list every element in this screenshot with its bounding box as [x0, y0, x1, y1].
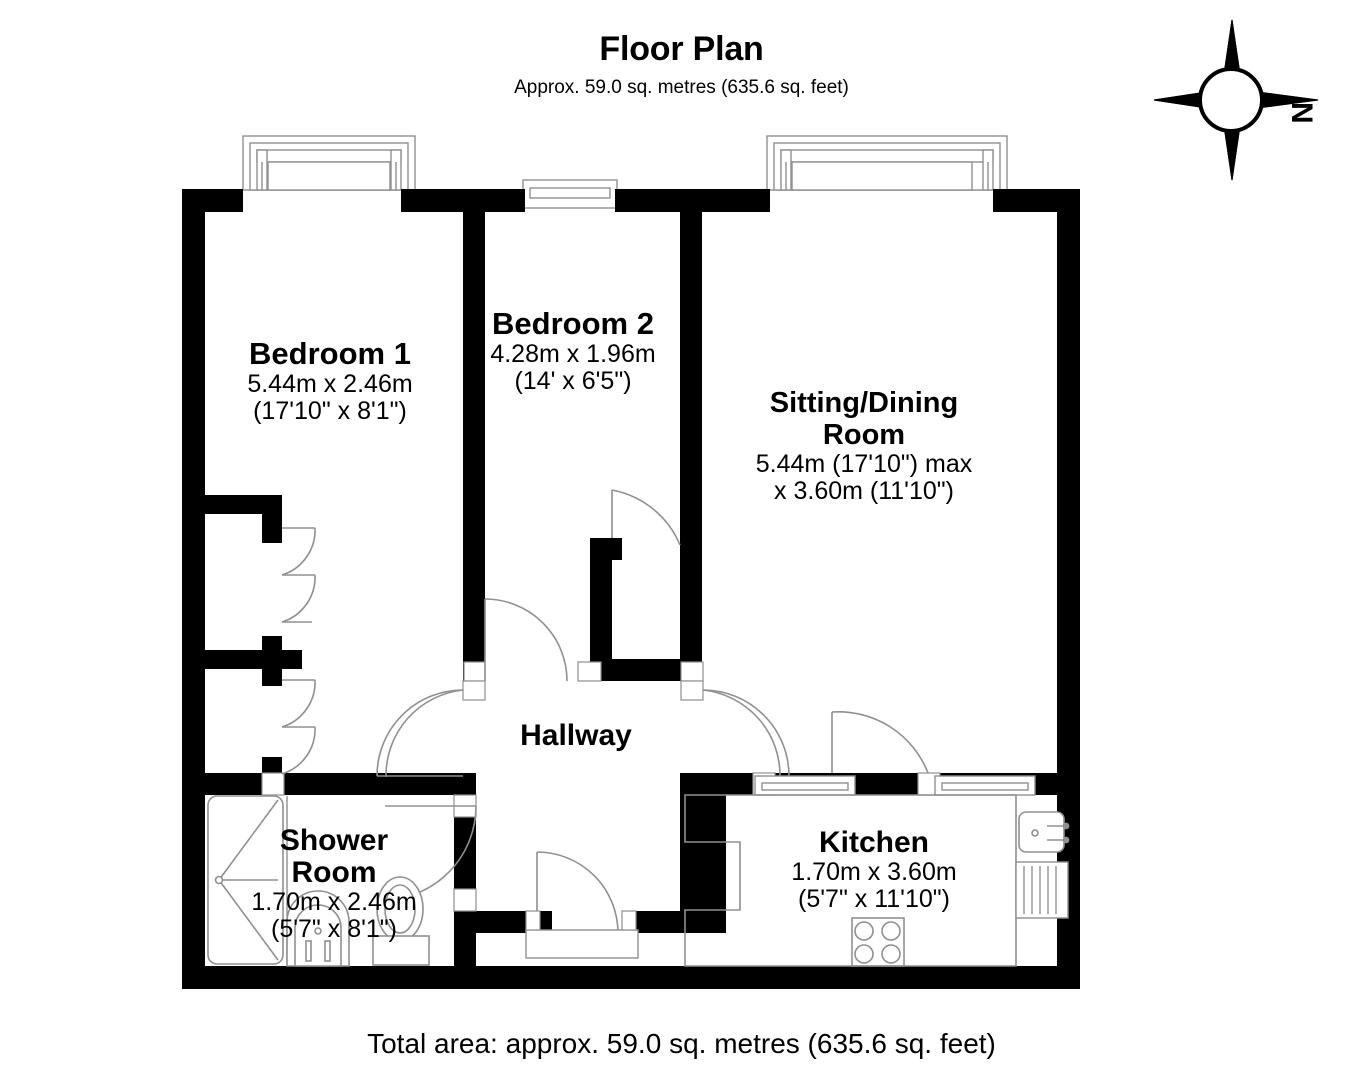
compass-rose-icon: N [1153, 19, 1319, 181]
window-kitchen-left [754, 775, 856, 796]
room-label-shower-room: Shower Room 1.70m x 2.46m (5'7" x 8'1") [251, 824, 416, 943]
bedroom1-name: Bedroom 1 [249, 336, 411, 371]
plan-header: Floor Plan Approx. 59.0 sq. metres (635.… [0, 0, 1363, 99]
draining-board [1015, 861, 1069, 919]
hallway-arcs [385, 689, 781, 778]
bedroom2-dim-metric: 4.28m x 1.96m [490, 340, 655, 368]
wardrobe-doors-upper [281, 527, 316, 623]
door-swings [281, 489, 929, 934]
shower-room-name-line2: Room [292, 856, 377, 889]
bedroom2-name: Bedroom 2 [492, 306, 654, 341]
entrance-threshold [525, 910, 639, 959]
room-label-kitchen: Kitchen 1.70m x 3.60m (5'7" x 11'10") [791, 826, 956, 913]
page-title: Floor Plan [599, 30, 764, 68]
kitchen-worktop [684, 794, 1017, 967]
shower-room-dim-metric: 1.70m x 2.46m [251, 888, 416, 916]
wall-structure [182, 189, 1080, 989]
bedroom2-dim-imperial: (14' x 6'5") [514, 367, 631, 395]
shower-tray [207, 795, 284, 965]
kitchen-dim-imperial: (5'7" x 11'10") [798, 885, 950, 913]
window-bedroom2 [522, 179, 618, 209]
toilet [372, 876, 430, 966]
compass-north-label: N [1285, 102, 1318, 124]
total-area-footer: Total area: approx. 59.0 sq. metres (635… [367, 1028, 996, 1059]
window-kitchen-right [934, 775, 1036, 796]
wash-basin [286, 890, 350, 967]
room-label-bedroom1: Bedroom 1 5.44m x 2.46m (17'10" x 8'1") [247, 336, 412, 425]
hallway-name: Hallway [520, 719, 632, 752]
sitting-dining-dim-metric: 5.44m (17'10") max [756, 450, 973, 478]
kitchen-dim-metric: 1.70m x 3.60m [791, 858, 956, 886]
kitchen-name: Kitchen [819, 826, 929, 859]
sitting-dining-name-line1: Sitting/Dining [770, 387, 958, 419]
bedroom1-dim-metric: 5.44m x 2.46m [247, 370, 412, 398]
page-subtitle: Approx. 59.0 sq. metres (635.6 sq. feet) [514, 77, 849, 98]
door-sitting-dining [702, 689, 790, 777]
shower-room-name-line1: Shower [280, 824, 389, 857]
room-label-bedroom2: Bedroom 2 4.28m x 1.96m (14' x 6'5") [490, 306, 655, 395]
bedroom1-dim-imperial: (17'10" x 8'1") [253, 397, 407, 425]
kitchen-sink [1018, 811, 1070, 853]
sitting-dining-dim-imperial: x 3.60m (11'10") [774, 477, 954, 505]
shower-room-dim-imperial: (5'7" x 8'1") [271, 915, 397, 943]
door-bedroom2 [611, 489, 681, 546]
bay-window-sitting-dining [766, 135, 1008, 191]
room-label-sitting-dining: Sitting/Dining Room 5.44m (17'10") max x… [756, 387, 973, 505]
door-kitchen [831, 710, 929, 774]
bay-window-bedroom1 [242, 135, 416, 191]
room-label-hallway: Hallway [520, 719, 632, 752]
hob-four-ring [851, 917, 905, 967]
wardrobe-doors-lower [281, 679, 316, 775]
sitting-dining-name-line2: Room [823, 419, 905, 451]
door-bedroom1 [484, 598, 568, 682]
door-hall-left [376, 689, 464, 777]
